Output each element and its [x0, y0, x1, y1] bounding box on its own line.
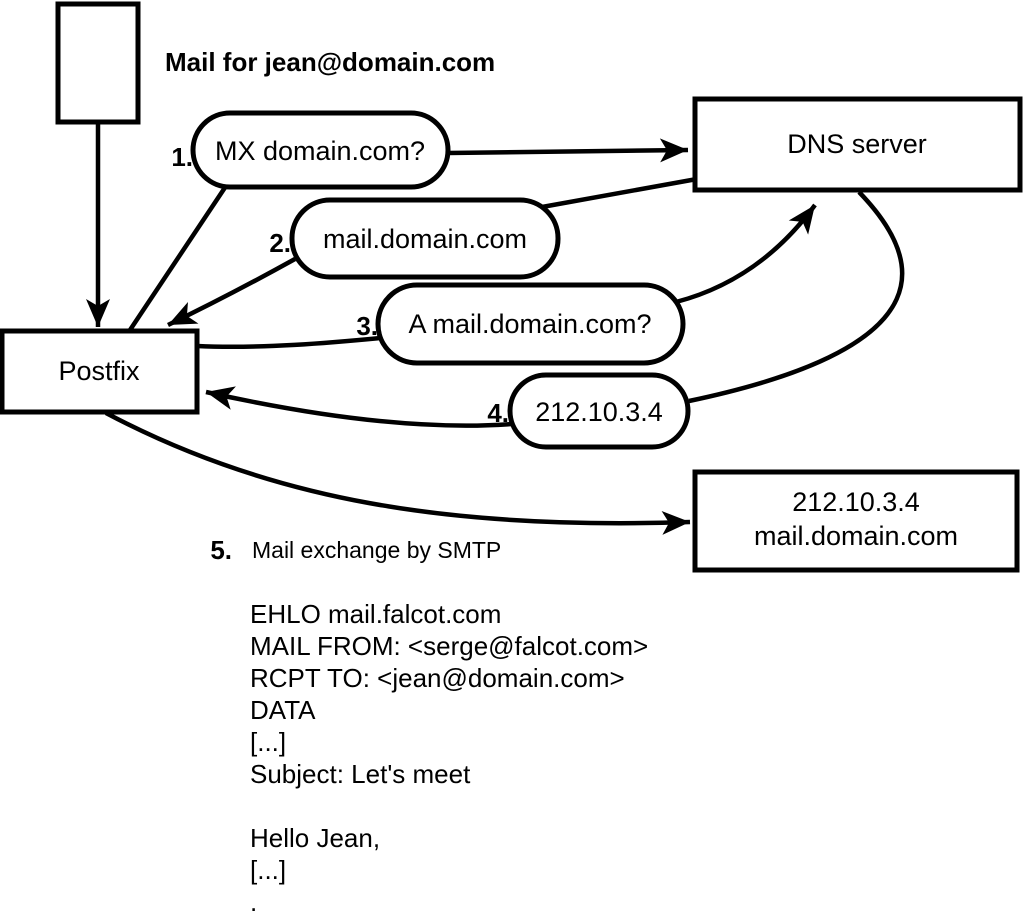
step-4-number: 4. [487, 398, 509, 428]
line-postfix-to-mx-query [128, 184, 228, 332]
response-a-label: 212.10.3.4 [535, 397, 663, 427]
postfix-label: Postfix [58, 356, 140, 386]
step-5-number: 5. [210, 535, 232, 565]
line-dns-to-a-response [688, 190, 905, 404]
query-a-pill [375, 282, 686, 366]
arrow-postfix-to-mailserver [104, 411, 691, 535]
smtp-line: MAIL FROM: <serge@falcot.com> [250, 631, 648, 661]
response-a-pill [507, 372, 691, 450]
dns-server-node [692, 96, 1023, 193]
arrow-a-query-to-dns [675, 203, 817, 305]
dns-server-label: DNS server [787, 129, 927, 159]
smtp-line: RCPT TO: <jean@domain.com> [250, 663, 625, 693]
arrow-mx-query-to-dns [447, 138, 689, 163]
query-mx-pill [190, 110, 451, 190]
step-3-number: 3. [356, 311, 378, 341]
step-1-number: 1. [171, 142, 193, 172]
smtp-exchange-label: Mail exchange by SMTP [252, 537, 501, 563]
line-postfix-to-a-query [196, 334, 392, 350]
arrow-mx-response-to-postfix [167, 257, 297, 328]
smtp-session-block: EHLO mail.falcot.com MAIL FROM: <serge@f… [250, 599, 648, 917]
smtp-line: Hello Jean, [250, 823, 380, 853]
smtp-line: Subject: Let's meet [250, 759, 471, 789]
response-mx-label: mail.domain.com [323, 224, 527, 254]
diagram-title: Mail for jean@domain.com [165, 47, 495, 77]
postfix-node [0, 328, 200, 415]
smtp-line: [...] [250, 727, 286, 757]
smtp-line: DATA [250, 695, 316, 725]
smtp-line: EHLO mail.falcot.com [250, 599, 501, 629]
mail-server-host-label: mail.domain.com [754, 521, 958, 551]
query-a-label: A mail.domain.com? [408, 309, 651, 339]
mail-server-ip-label: 212.10.3.4 [792, 487, 920, 517]
mail-server-node [692, 469, 1020, 573]
step-2-number: 2. [269, 228, 291, 258]
arrow-a-response-to-postfix [205, 386, 513, 428]
smtp-line: . [250, 887, 257, 917]
line-dns-to-mx-response [541, 176, 698, 210]
mail-document-node [55, 1, 141, 125]
query-mx-label: MX domain.com? [215, 136, 425, 166]
smtp-line: [...] [250, 855, 286, 885]
response-mx-pill [289, 197, 561, 280]
